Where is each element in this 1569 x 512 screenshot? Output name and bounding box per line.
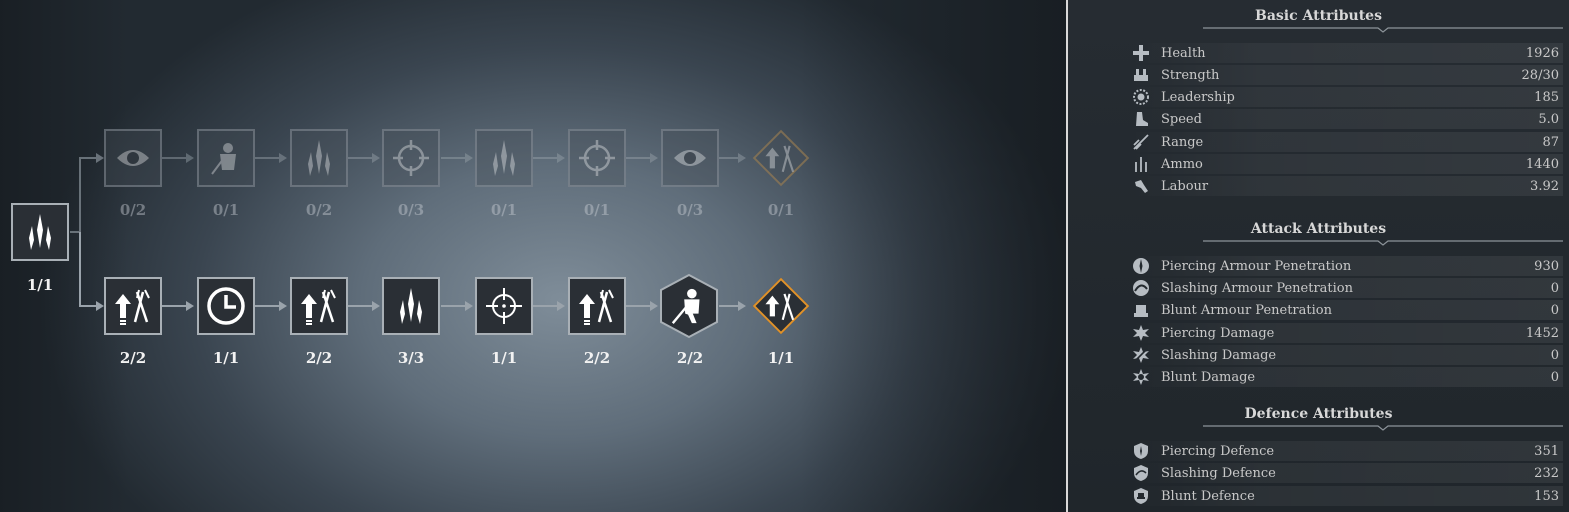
upper-skill-node-5[interactable] <box>475 129 533 187</box>
spear-icon <box>29 214 51 250</box>
attribute-row-slashing-damage: Slashing Damage 0 <box>1130 345 1563 365</box>
attack-attributes-title: Attack Attributes <box>1250 221 1387 237</box>
boot-icon <box>1130 110 1152 128</box>
attribute-row-blunt-armour-penetration: Blunt Armour Penetration 0 <box>1130 300 1563 320</box>
eye-icon <box>674 150 706 166</box>
lower-skill-node-1[interactable] <box>104 277 162 335</box>
skill-tree: 1/1 0/2 0/1 0/2 0/3 0/1 0/1 0/3 0/1 <box>0 0 1066 512</box>
attribute-row-health: Health 1926 <box>1130 43 1563 63</box>
tree-connectors <box>70 153 746 311</box>
blunt-damage-icon <box>1130 368 1152 386</box>
upgrade-arrows-icon <box>301 289 336 325</box>
attribute-row-range: Range 87 <box>1130 132 1563 152</box>
lower-skill-rank-4: 3/3 <box>397 349 425 367</box>
upgrade-arrows-icon <box>579 289 614 325</box>
eye-icon <box>117 150 149 166</box>
upper-skill-rank-4: 0/3 <box>397 201 425 219</box>
blunt-shield-icon <box>1130 487 1152 505</box>
lower-skill-rank-5: 1/1 <box>490 349 518 367</box>
upgrade-arrows-icon <box>115 289 150 325</box>
attributes-panel: Basic Attributes Health 1926 Strength 28… <box>1068 0 1569 512</box>
upper-skill-node-6[interactable] <box>568 129 626 187</box>
attribute-row-slashing-armour-penetration: Slashing Armour Penetration 0 <box>1130 278 1563 298</box>
upper-skill-rank-3: 0/2 <box>305 201 333 219</box>
ammo-icon <box>1130 155 1152 173</box>
attribute-row-slashing-defence: Slashing Defence 232 <box>1130 463 1563 483</box>
target-icon <box>393 140 429 176</box>
upper-skill-node-3[interactable] <box>290 129 348 187</box>
upper-skill-rank-2: 0/1 <box>212 201 240 219</box>
attribute-row-blunt-damage: Blunt Damage 0 <box>1130 367 1563 387</box>
knight-icon <box>211 143 236 175</box>
lower-skill-node-2[interactable] <box>197 277 255 335</box>
slashing-damage-icon <box>1130 346 1152 364</box>
attribute-row-ammo: Ammo 1440 <box>1130 154 1563 174</box>
crosshair-icon <box>486 288 522 324</box>
upgrade-arrows-icon <box>765 145 795 173</box>
lower-skill-node-7[interactable] <box>658 273 720 339</box>
attribute-row-labour: Labour 3.92 <box>1130 176 1563 196</box>
lower-skill-rank-2: 1/1 <box>212 349 240 367</box>
spear-icon <box>400 288 422 324</box>
spear-icon <box>308 140 330 176</box>
piercing-shield-icon <box>1130 442 1152 460</box>
attribute-row-piercing-damage: Piercing Damage 1452 <box>1130 323 1563 343</box>
upper-skill-rank-7: 0/3 <box>676 201 704 219</box>
health-cross-icon <box>1130 44 1152 62</box>
attribute-row-piercing-defence: Piercing Defence 351 <box>1130 441 1563 461</box>
piercing-pen-icon <box>1130 257 1152 275</box>
labour-icon <box>1130 177 1152 195</box>
section-divider <box>1203 425 1563 431</box>
lower-skill-node-4[interactable] <box>382 277 440 335</box>
root-skill-node[interactable] <box>11 203 69 261</box>
attribute-row-piercing-armour-penetration: Piercing Armour Penetration 930 <box>1130 256 1563 276</box>
section-divider <box>1203 27 1563 33</box>
lower-skill-rank-7: 2/2 <box>676 349 704 367</box>
upper-skill-node-4[interactable] <box>382 129 440 187</box>
lower-skill-node-8[interactable] <box>752 277 810 335</box>
knight-icon <box>671 288 700 324</box>
lower-skill-node-3[interactable] <box>290 277 348 335</box>
lower-skill-rank-3: 2/2 <box>305 349 333 367</box>
upgrade-arrows-icon <box>765 293 795 321</box>
upper-skill-node-7[interactable] <box>661 129 719 187</box>
defence-attributes-title: Defence Attributes <box>1244 406 1393 422</box>
target-icon <box>579 140 615 176</box>
leadership-icon <box>1130 88 1152 106</box>
upper-skill-rank-6: 0/1 <box>583 201 611 219</box>
lower-skill-rank-1: 2/2 <box>119 349 147 367</box>
spear-icon <box>493 140 515 176</box>
section-divider <box>1203 240 1563 246</box>
lower-skill-node-5[interactable] <box>475 277 533 335</box>
panel-divider <box>1066 0 1068 512</box>
strength-icon <box>1130 66 1152 84</box>
attribute-row-blunt-defence: Blunt Defence 153 <box>1130 486 1563 506</box>
upper-skill-node-2[interactable] <box>197 129 255 187</box>
root-skill-rank: 1/1 <box>26 276 54 294</box>
piercing-damage-icon <box>1130 324 1152 342</box>
basic-attributes-title: Basic Attributes <box>1255 8 1382 24</box>
attribute-row-speed: Speed 5.0 <box>1130 109 1563 129</box>
lower-skill-rank-6: 2/2 <box>583 349 611 367</box>
upper-skill-rank-8: 0/1 <box>767 201 795 219</box>
upper-skill-node-1[interactable] <box>104 129 162 187</box>
range-icon <box>1130 133 1152 151</box>
upper-skill-rank-1: 0/2 <box>119 201 147 219</box>
upper-skill-rank-5: 0/1 <box>490 201 518 219</box>
slashing-shield-icon <box>1130 464 1152 482</box>
clock-icon <box>207 287 245 325</box>
upper-skill-node-8[interactable] <box>752 129 810 187</box>
lower-skill-rank-8: 1/1 <box>767 349 795 367</box>
slashing-pen-icon <box>1130 279 1152 297</box>
attribute-row-leadership: Leadership 185 <box>1130 87 1563 107</box>
blunt-pen-icon <box>1130 301 1152 319</box>
attribute-row-strength: Strength 28/30 <box>1130 65 1563 85</box>
lower-skill-node-6[interactable] <box>568 277 626 335</box>
